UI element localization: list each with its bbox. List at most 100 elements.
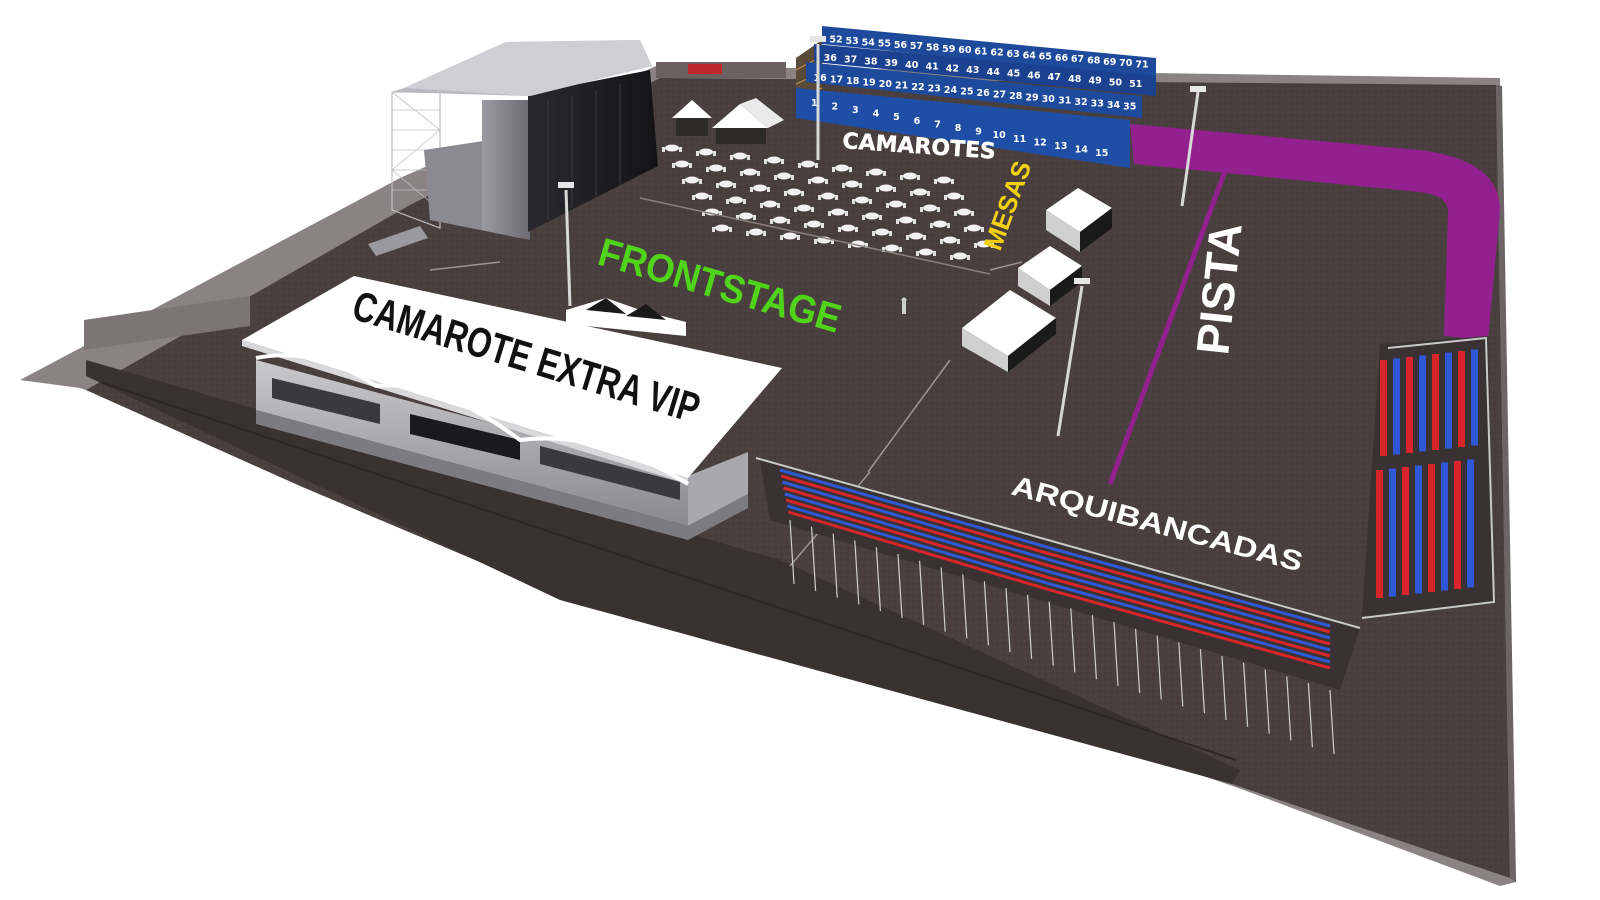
mesa-table[interactable] — [875, 228, 889, 236]
mesa-table[interactable] — [763, 200, 777, 208]
camarote-box-number[interactable]: 8 — [955, 123, 962, 134]
camarote-box-number[interactable]: 17 — [830, 74, 843, 85]
camarote-box-number[interactable]: 15 — [1095, 148, 1108, 159]
camarote-box-number[interactable]: 3 — [852, 105, 859, 116]
camarote-box-number[interactable]: 38 — [864, 56, 878, 67]
camarote-box-number[interactable]: 41 — [925, 62, 938, 73]
camarote-box-number[interactable]: 63 — [1006, 49, 1019, 60]
camarote-box-number[interactable]: 54 — [862, 37, 876, 48]
camarote-box-number[interactable]: 14 — [1075, 145, 1089, 156]
camarote-box-number[interactable]: 57 — [910, 41, 923, 52]
mesa-table[interactable] — [777, 172, 791, 180]
mesa-table[interactable] — [835, 164, 849, 172]
mesa-table[interactable] — [801, 160, 815, 168]
camarote-box-number[interactable]: 23 — [928, 83, 941, 94]
mesa-table[interactable] — [715, 224, 729, 232]
camarote-box-number[interactable]: 32 — [1074, 97, 1087, 108]
camarote-box-number[interactable]: 64 — [1023, 50, 1037, 61]
camarote-box-number[interactable]: 40 — [905, 60, 919, 71]
mesa-table[interactable] — [719, 180, 733, 188]
mesa-table[interactable] — [685, 176, 699, 184]
camarote-box-number[interactable]: 56 — [894, 40, 908, 51]
mesa-table[interactable] — [749, 228, 763, 236]
camarote-box-number[interactable]: 25 — [960, 86, 973, 97]
mesa-table[interactable] — [967, 224, 981, 232]
mesa-table[interactable] — [913, 188, 927, 196]
mesa-table[interactable] — [937, 176, 951, 184]
mesa-table[interactable] — [919, 248, 933, 256]
mesa-table[interactable] — [773, 216, 787, 224]
mesa-table[interactable] — [797, 204, 811, 212]
camarote-box-number[interactable]: 70 — [1119, 58, 1133, 69]
camarote-box-number[interactable]: 7 — [934, 119, 941, 130]
mesa-table[interactable] — [889, 200, 903, 208]
mesa-table[interactable] — [957, 208, 971, 216]
camarote-box-number[interactable]: 4 — [873, 109, 880, 120]
camarote-box-number[interactable]: 31 — [1058, 95, 1071, 106]
camarote-box-number[interactable]: 2 — [831, 101, 838, 112]
mesa-table[interactable] — [821, 192, 835, 200]
mesa-table[interactable] — [783, 232, 797, 240]
mesa-table[interactable] — [869, 168, 883, 176]
camarote-box-number[interactable]: 21 — [895, 80, 908, 91]
camarote-box-number[interactable]: 24 — [944, 85, 958, 96]
camarote-box-number[interactable]: 27 — [993, 89, 1006, 100]
mesa-table[interactable] — [695, 192, 709, 200]
mesa-table[interactable] — [665, 144, 679, 152]
camarote-box-number[interactable]: 28 — [1009, 91, 1023, 102]
mesa-table[interactable] — [865, 212, 879, 220]
camarote-box-number[interactable]: 60 — [958, 45, 972, 56]
camarote-box-number[interactable]: 65 — [1039, 52, 1052, 63]
mesa-table[interactable] — [909, 232, 923, 240]
camarote-box-number[interactable]: 71 — [1135, 59, 1148, 70]
camarote-box-number[interactable]: 39 — [885, 58, 898, 69]
mesa-table[interactable] — [733, 152, 747, 160]
mesa-table[interactable] — [933, 220, 947, 228]
mesa-table[interactable] — [831, 208, 845, 216]
camarote-box-number[interactable]: 36 — [824, 53, 838, 64]
camarote-box-number[interactable]: 6 — [914, 116, 921, 127]
camarote-box-number[interactable]: 42 — [946, 63, 959, 74]
mesa-table[interactable] — [855, 196, 869, 204]
camarote-box-number[interactable]: 59 — [942, 44, 955, 55]
camarote-box-number[interactable]: 66 — [1055, 53, 1069, 64]
mesa-table[interactable] — [845, 180, 859, 188]
mesa-table[interactable] — [977, 240, 991, 248]
camarote-box-number[interactable]: 13 — [1054, 141, 1067, 152]
camarote-box-number[interactable]: 44 — [987, 67, 1001, 78]
camarote-box-number[interactable]: 5 — [893, 112, 900, 123]
camarote-box-number[interactable]: 68 — [1087, 56, 1101, 67]
camarote-box-number[interactable]: 1 — [811, 98, 818, 109]
mesa-table[interactable] — [811, 176, 825, 184]
camarote-box-number[interactable]: 47 — [1048, 72, 1061, 83]
camarote-box-number[interactable]: 20 — [879, 79, 893, 90]
mesa-table[interactable] — [923, 204, 937, 212]
camarote-box-number[interactable]: 16 — [813, 73, 827, 84]
camarote-box-number[interactable]: 53 — [845, 36, 858, 47]
camarote-box-number[interactable]: 50 — [1109, 77, 1123, 88]
camarote-box-number[interactable]: 69 — [1103, 57, 1116, 68]
mesa-table[interactable] — [739, 212, 753, 220]
camarote-box-number[interactable]: 11 — [1013, 134, 1026, 145]
mesa-table[interactable] — [879, 184, 893, 192]
camarote-box-number[interactable]: 61 — [974, 46, 987, 57]
camarote-box-number[interactable]: 37 — [844, 55, 857, 66]
mesa-table[interactable] — [699, 148, 713, 156]
camarote-box-number[interactable]: 19 — [862, 77, 875, 88]
mesa-table[interactable] — [767, 156, 781, 164]
mesa-table[interactable] — [903, 172, 917, 180]
camarote-box-number[interactable]: 29 — [1025, 92, 1038, 103]
mesa-table[interactable] — [899, 216, 913, 224]
mesa-table[interactable] — [953, 252, 967, 260]
mesa-table[interactable] — [709, 164, 723, 172]
camarote-box-number[interactable]: 18 — [846, 76, 860, 87]
mesa-table[interactable] — [885, 244, 899, 252]
camarote-box-number[interactable]: 34 — [1107, 100, 1121, 111]
camarote-box-number[interactable]: 45 — [1007, 69, 1020, 80]
camarote-box-number[interactable]: 46 — [1027, 70, 1041, 81]
camarote-box-number[interactable]: 51 — [1129, 79, 1142, 90]
mesa-table[interactable] — [943, 236, 957, 244]
camarote-box-number[interactable]: 52 — [829, 35, 842, 46]
camarote-box-number[interactable]: 12 — [1033, 137, 1046, 148]
mesa-table[interactable] — [753, 184, 767, 192]
